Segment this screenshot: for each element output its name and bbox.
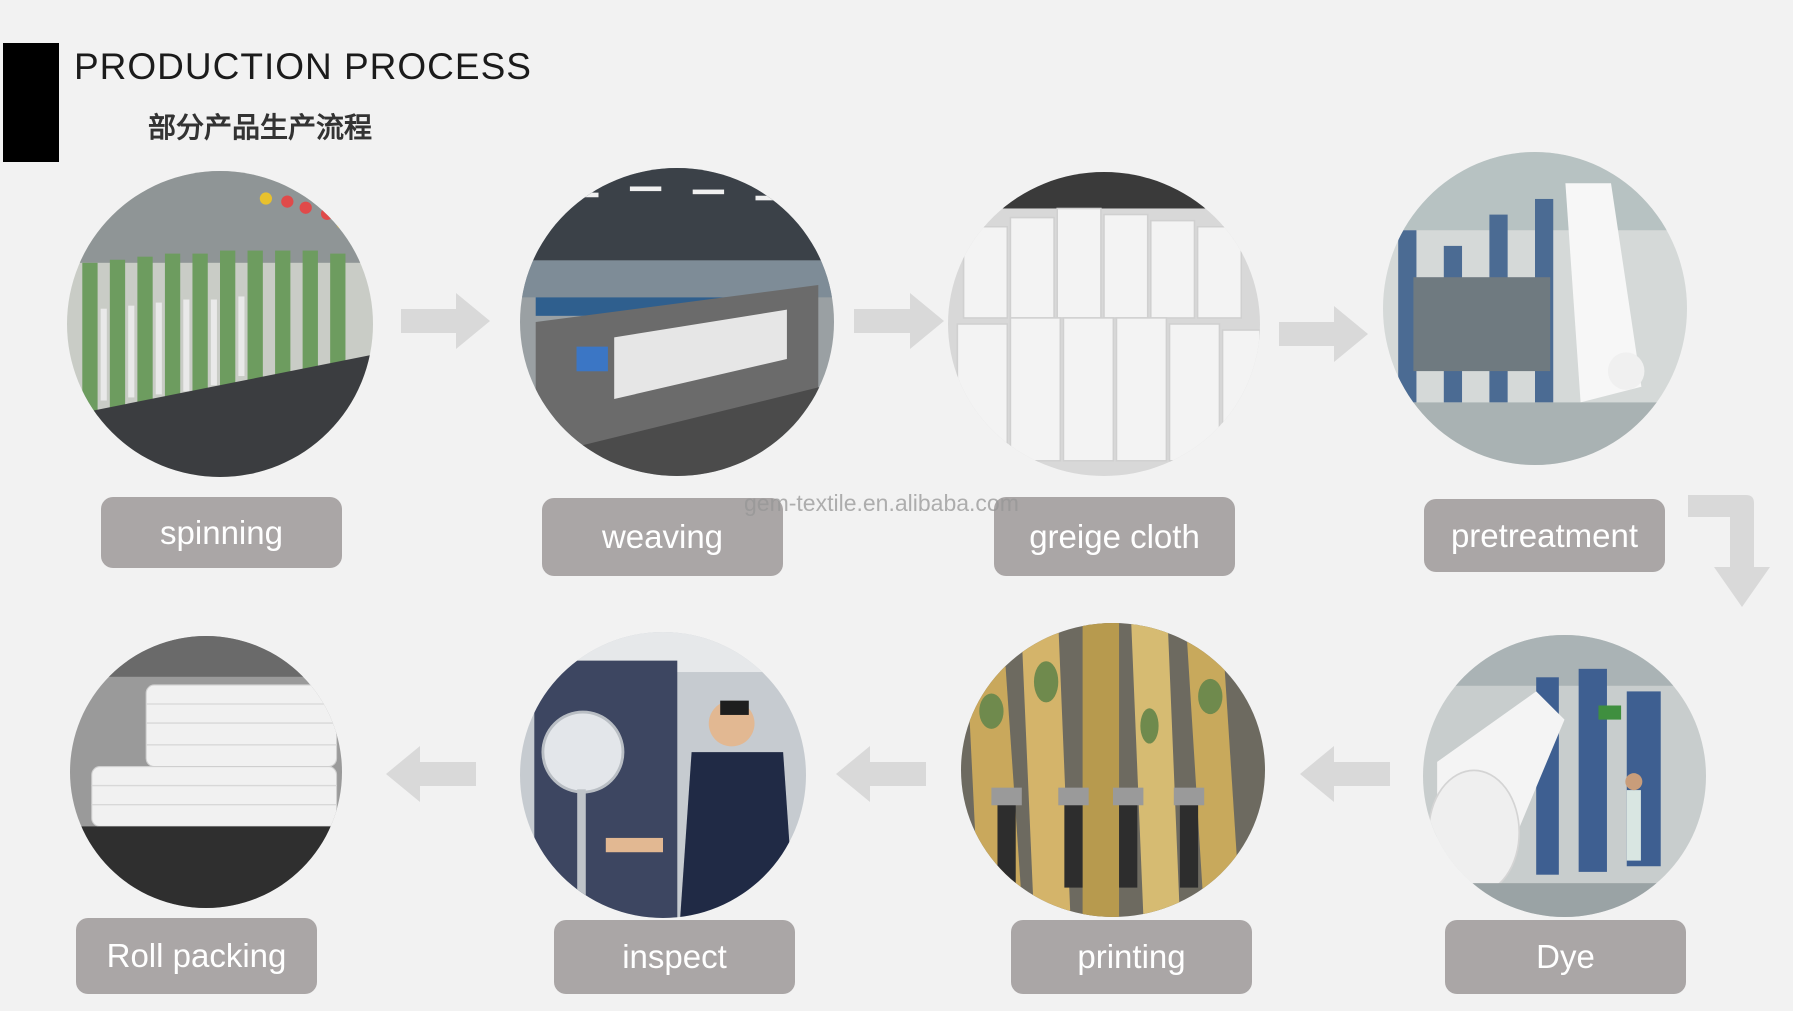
arrow-right-icon	[854, 293, 944, 349]
dye-image	[1423, 635, 1706, 917]
watermark: gem-textile.en.alibaba.com	[744, 490, 1019, 516]
inspect-image	[520, 632, 806, 918]
page-subtitle: 部分产品生产流程	[148, 111, 373, 144]
title-accent-bar	[3, 43, 59, 162]
printing-image	[961, 623, 1265, 917]
arrow-turn-down-icon	[1688, 495, 1770, 607]
step-label-inspect: inspect	[554, 920, 795, 994]
arrow-left-icon	[1300, 746, 1390, 802]
step-label-dye: Dye	[1445, 920, 1686, 994]
step-label-pretreatment: pretreatment	[1424, 499, 1665, 572]
step-label-printing: printing	[1011, 920, 1252, 994]
pretreatment-image	[1383, 152, 1687, 465]
arrow-right-icon	[1279, 306, 1368, 362]
greige-cloth-image	[948, 172, 1260, 476]
arrow-left-icon	[386, 746, 476, 802]
step-label-weaving: weaving	[542, 498, 783, 576]
step-label-spinning: spinning	[101, 497, 342, 568]
arrow-left-icon	[836, 746, 926, 802]
weaving-image	[520, 168, 834, 476]
page-title: PRODUCTION PROCESS	[74, 46, 532, 87]
arrow-right-icon	[401, 293, 490, 349]
roll-packing-image	[70, 636, 342, 908]
step-label-roll-packing: Roll packing	[76, 918, 317, 994]
spinning-image	[67, 171, 373, 477]
step-label-greige-cloth: greige cloth	[994, 497, 1235, 576]
